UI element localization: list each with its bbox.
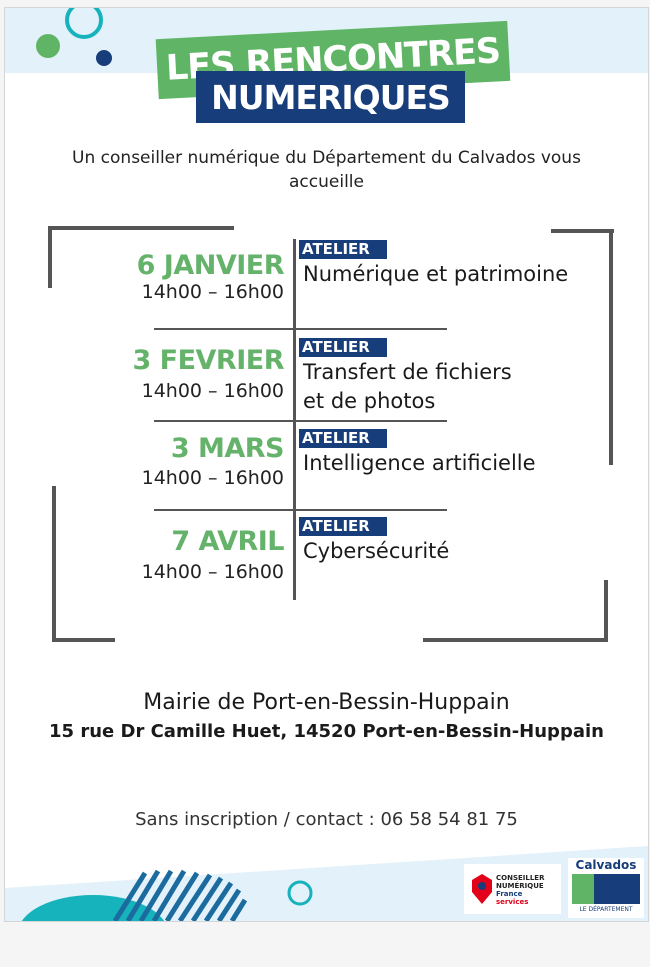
logo-text: LE DÉPARTEMENT [579,906,633,913]
apple-icon [572,874,594,904]
event-tag: ATELIER [299,338,387,357]
bracket [551,229,614,233]
event-date: 6 JANVIER [136,250,285,281]
event-time: 14h00 – 16h00 [141,467,284,489]
event-tag: ATELIER [299,429,387,448]
subtitle-line1: Un conseiller numérique du Département d… [72,148,581,168]
contact-info: Sans inscription / contact : 06 58 54 81… [135,809,518,830]
logo-text: services [496,898,529,906]
event-date: 7 AVRIL [171,526,284,557]
bracket [52,486,56,642]
bracket [48,226,234,230]
event-title: Numérique et patrimoine [303,262,569,286]
logo-text: CONSEILLER [496,874,545,882]
bracket [604,580,608,642]
event-title: Intelligence artificielle [303,451,536,475]
divider [154,328,447,330]
conseiller-numerique-logo: CONSEILLER NUMÉRIQUE France services [464,864,561,914]
bracket [609,229,613,465]
event-tag: ATELIER [299,517,387,536]
event-time: 14h00 – 16h00 [141,281,284,303]
event-title: Transfert de fichiers [303,360,512,384]
logo-text: France [496,890,523,898]
location-address: 15 rue Dr Camille Huet, 14520 Port-en-Be… [49,721,604,742]
bracket [52,638,115,642]
bracket [423,638,608,642]
bracket [48,226,52,288]
event-date: 3 FEVRIER [132,345,284,376]
title-banner-line2: NUMERIQUES [196,71,465,123]
logo-text: Calvados [575,858,637,872]
event-tag: ATELIER [299,240,387,259]
event-title: et de photos [303,389,436,413]
logo-text: NUMÉRIQUE [496,882,544,890]
poster: LES RENCONTRES NUMERIQUES Un conseiller … [4,7,649,922]
decorative-circles-icon [36,8,112,66]
divider [154,509,447,511]
divider-vertical [293,239,296,600]
location-name: Mairie de Port-en-Bessin-Huppain [143,690,510,715]
event-time: 14h00 – 16h00 [141,561,284,583]
event-time: 14h00 – 16h00 [141,380,284,402]
map-pin-icon [472,874,492,904]
calvados-logo: Calvados LE DÉPARTEMENT [568,858,644,918]
wave-icon [594,874,640,904]
subtitle-line2: accueille [289,172,364,192]
event-title: Cybersécurité [303,539,450,563]
divider [154,420,447,422]
event-date: 3 MARS [170,433,285,464]
